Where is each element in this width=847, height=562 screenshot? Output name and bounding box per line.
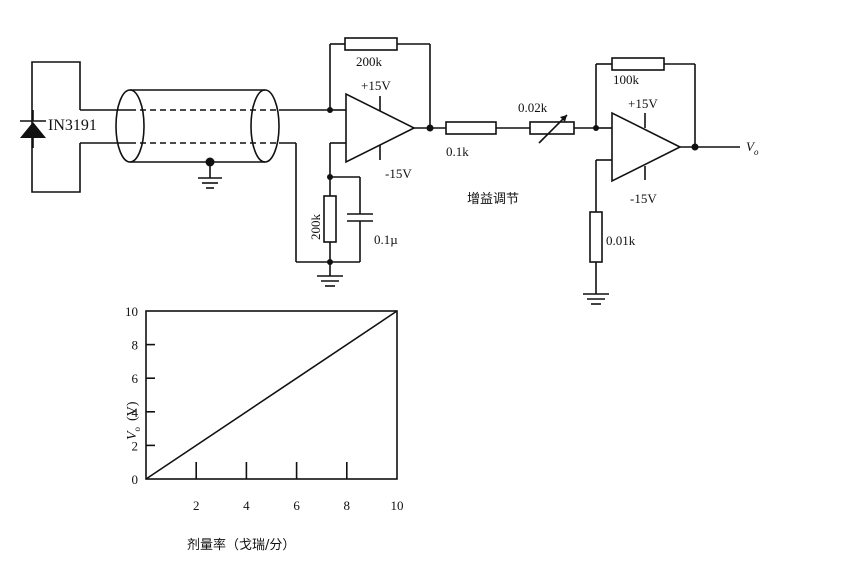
photodiode-section: IN3191 bbox=[20, 61, 130, 193]
c-ground1-label: 0.1µ bbox=[374, 232, 398, 247]
series-resistor: 0.1k bbox=[445, 121, 530, 159]
output-label: Vo bbox=[746, 139, 759, 157]
amp1-neg-supply: -15V bbox=[385, 166, 412, 181]
r-gain-pot-label: 0.02k bbox=[518, 100, 548, 115]
gain-adjust-label: 增益调节 bbox=[467, 192, 519, 207]
feedback-resistor-2: 100k bbox=[595, 57, 696, 147]
r-series-label: 0.1k bbox=[446, 144, 469, 159]
y-tick-label: 8 bbox=[132, 338, 139, 353]
ground-rc-network: 200k 0.1µ bbox=[308, 143, 398, 287]
r-ground1-label: 200k bbox=[308, 214, 323, 241]
ground-symbol-amp2 bbox=[583, 293, 609, 305]
amp2-neg-supply: -15V bbox=[630, 191, 657, 206]
x-tick-label: 10 bbox=[391, 498, 404, 513]
series-layer bbox=[145, 310, 398, 480]
photodiode-symbol bbox=[20, 110, 46, 148]
gain-potentiometer: 0.02k 增益调节 bbox=[467, 100, 599, 207]
amp2-pos-supply: +15V bbox=[628, 96, 658, 111]
y-axis-ticks: 0 2 4 6 8 10 bbox=[125, 304, 155, 487]
r-feedback2-label: 100k bbox=[613, 72, 640, 87]
y-tick-label: 2 bbox=[132, 438, 139, 453]
chart-frame bbox=[145, 310, 398, 480]
x-tick-label: 8 bbox=[344, 498, 351, 513]
ground-symbol-shield bbox=[198, 177, 222, 189]
y-tick-label: 0 bbox=[132, 472, 139, 487]
series-line bbox=[145, 310, 398, 480]
feedback-resistor-1: 200k bbox=[329, 37, 431, 128]
ground-symbol-amp1 bbox=[317, 275, 343, 287]
dose-rate-chart: 0 2 4 6 8 10 2 4 6 8 10 Vo(V) 剂量率（戈瑞/分） bbox=[125, 304, 404, 553]
amp1-pos-supply: +15V bbox=[361, 78, 391, 93]
shielded-cable bbox=[115, 89, 280, 189]
ground-resistor-2: 0.01k bbox=[583, 160, 636, 305]
r-feedback1-label: 200k bbox=[356, 54, 383, 69]
x-tick-label: 4 bbox=[243, 498, 250, 513]
x-axis-label: 剂量率（戈瑞/分） bbox=[187, 537, 295, 553]
x-tick-label: 6 bbox=[293, 498, 300, 513]
y-tick-label: 4 bbox=[132, 405, 139, 420]
x-axis-ticks: 2 4 6 8 10 bbox=[193, 462, 404, 513]
y-tick-label: 6 bbox=[132, 371, 139, 386]
diode-label: IN3191 bbox=[48, 117, 97, 134]
op-amp-2: +15V -15V bbox=[596, 96, 682, 206]
y-axis-label: Vo(V) bbox=[125, 401, 142, 440]
r-ground2-label: 0.01k bbox=[606, 233, 636, 248]
x-tick-label: 2 bbox=[193, 498, 200, 513]
op-amp-1: +15V -15V bbox=[330, 78, 416, 181]
y-tick-label: 10 bbox=[125, 304, 138, 319]
